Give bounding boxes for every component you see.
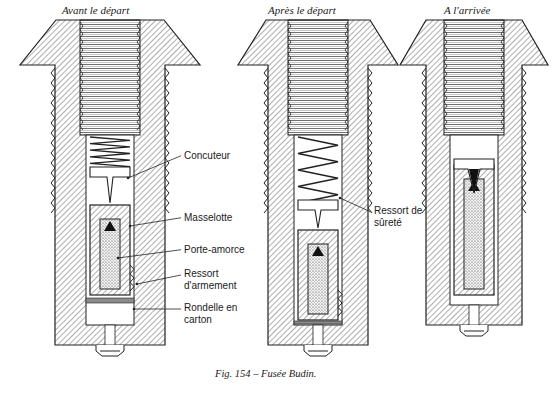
internal-thread [501, 22, 504, 130]
primer-cap [104, 221, 116, 231]
striker [90, 167, 130, 203]
primer-holder [308, 244, 328, 314]
threaded-bore [288, 20, 348, 135]
part-label: Masselotte [184, 212, 232, 224]
bottom-plug [304, 345, 332, 356]
leader-line [134, 309, 181, 310]
part-label: Ressort de sûreté [374, 205, 426, 228]
striker-point [469, 169, 479, 193]
figure-caption: Fig. 154 – Fusée Budin. [215, 368, 316, 380]
view-heading: A l'arrivée [444, 4, 490, 17]
threaded-bore [444, 20, 504, 135]
leader-line [340, 198, 371, 212]
bottom-plug-slot [100, 351, 120, 352]
external-thread [422, 68, 426, 213]
fuze-body [400, 20, 548, 325]
fuze-body [238, 20, 398, 345]
safety-spring [298, 137, 338, 203]
fuze-body [20, 20, 200, 345]
chamber [294, 135, 342, 325]
leader-dot [136, 283, 139, 286]
view-heading: Avant le départ [62, 4, 129, 17]
bottom-plug-slot [464, 331, 484, 332]
masselotte [454, 165, 494, 295]
bottom-plug-slot [308, 351, 328, 352]
striker [454, 159, 494, 193]
view-heading: Après le départ [268, 4, 336, 17]
chamber [86, 135, 134, 325]
fuzes [20, 20, 548, 356]
fuze-section [238, 20, 398, 356]
part-label: Porte-amorce [184, 244, 245, 256]
flash-channel [105, 325, 115, 345]
primer-holder [464, 179, 484, 289]
threaded-bore [80, 20, 140, 135]
primer-holder [100, 219, 120, 289]
card-washer [86, 298, 134, 303]
internal-thread [444, 22, 447, 130]
masselotte [298, 230, 338, 320]
leader-dot [127, 177, 130, 180]
fuze-section [400, 20, 548, 336]
fuze-section [20, 20, 200, 356]
masselotte [90, 205, 130, 295]
arming-spring [130, 265, 134, 291]
leader-lines [117, 156, 371, 311]
internal-thread [137, 22, 140, 130]
external-thread [368, 68, 372, 213]
leader-dot [117, 257, 120, 260]
arming-spring [338, 290, 342, 316]
external-thread [264, 68, 268, 213]
leader-line [130, 218, 181, 226]
leader-line [128, 156, 181, 178]
internal-thread [288, 22, 291, 130]
safety-spring [90, 137, 130, 170]
leader-dot [339, 197, 342, 200]
chamber [450, 135, 498, 305]
leader-line [137, 275, 181, 284]
external-thread [165, 68, 169, 213]
flash-channel [313, 325, 323, 345]
primer-cap [312, 246, 324, 256]
internal-thread [345, 22, 348, 130]
leader-line [118, 250, 181, 258]
internal-thread [80, 22, 83, 130]
part-label: Rondelle en carton [184, 302, 246, 325]
external-thread [522, 68, 526, 213]
card-washer [294, 321, 342, 324]
striker [298, 200, 338, 228]
external-thread [51, 68, 55, 213]
flash-channel [469, 305, 479, 325]
bottom-plug [96, 345, 124, 356]
bottom-plug [460, 325, 488, 336]
leader-dot [129, 225, 132, 228]
part-label: Concuteur [184, 150, 230, 162]
leader-dot [133, 308, 136, 311]
part-label: Ressort d'armement [184, 268, 254, 291]
